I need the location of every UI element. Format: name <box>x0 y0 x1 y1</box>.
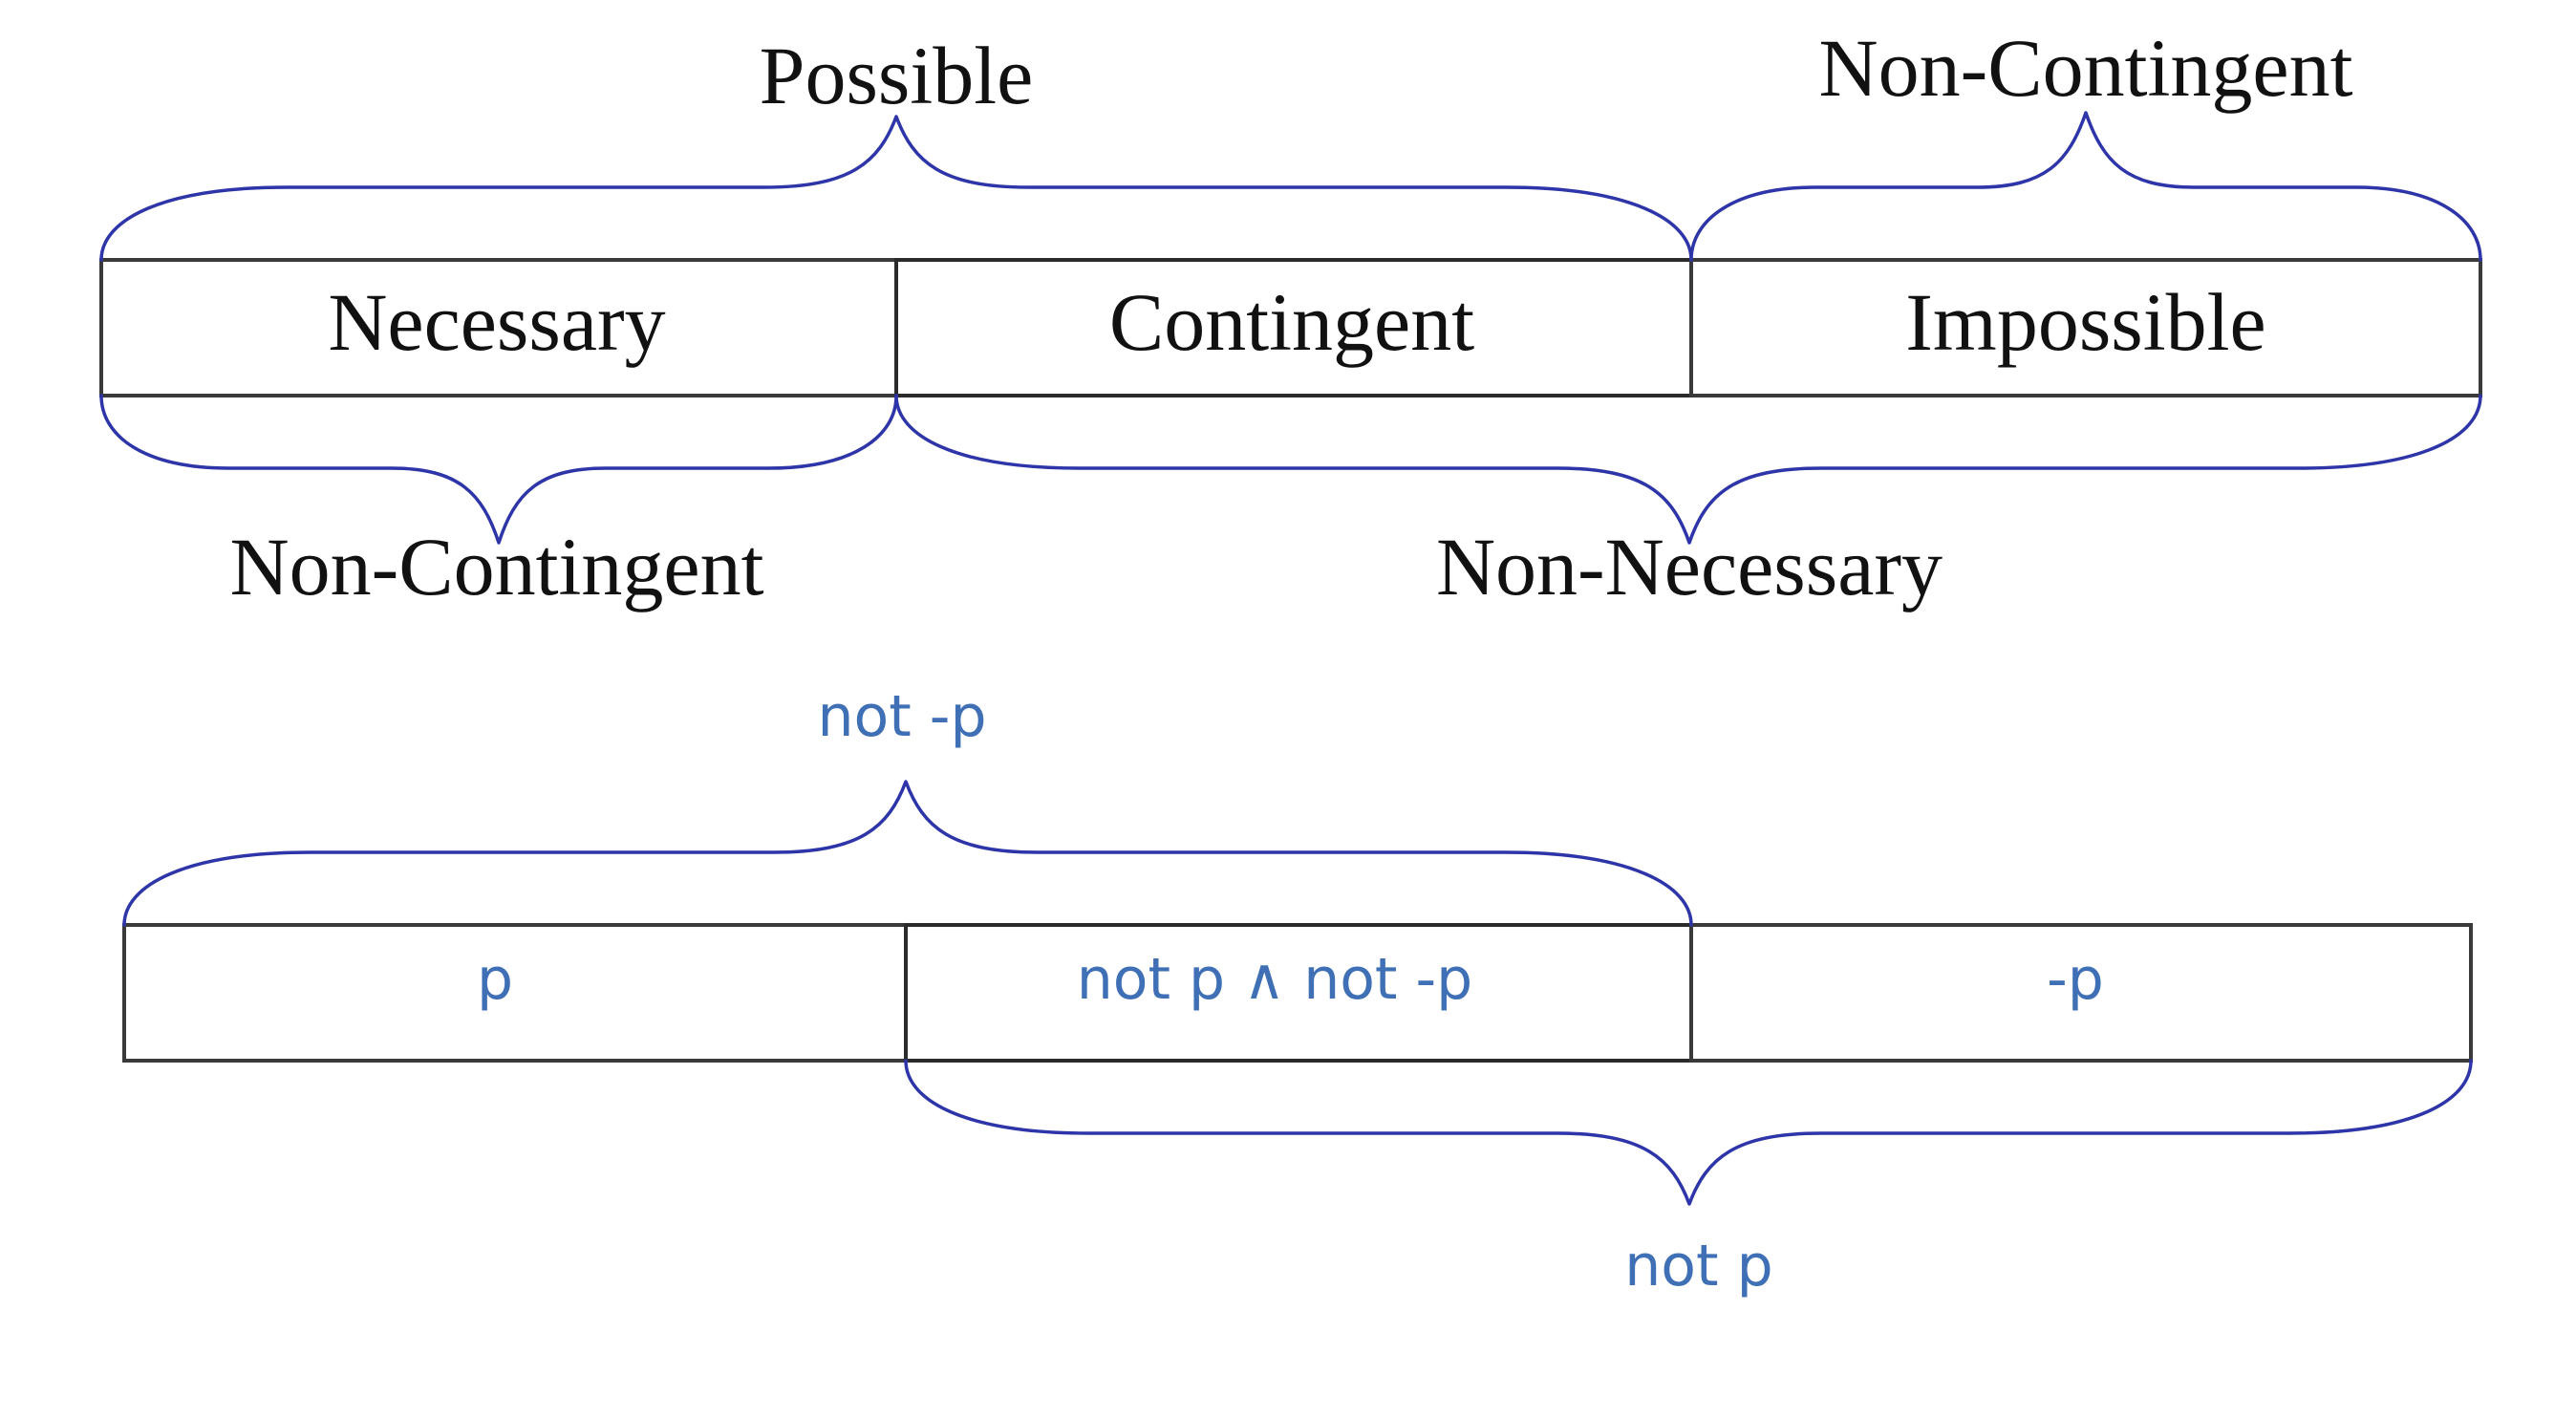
modal-categories-diagram: Necessary Contingent Impossible Possible… <box>99 22 2482 612</box>
neither-cell <box>904 923 1693 1063</box>
p-label: p <box>477 946 513 1013</box>
non-contingent-bottom-brace <box>99 394 898 545</box>
not-neg-p-label: not -p <box>817 683 986 750</box>
non-necessary-brace <box>894 394 2482 545</box>
impossible-label: Impossible <box>1905 276 2265 368</box>
p-cell <box>122 923 908 1063</box>
non-necessary-label: Non-Necessary <box>1436 521 1943 612</box>
possible-brace <box>99 115 1693 262</box>
contingent-label: Contingent <box>1109 276 1474 368</box>
non-contingent-bottom-label: Non-Contingent <box>230 521 764 612</box>
neither-label: not p ∧ not -p <box>1077 946 1473 1013</box>
impossible-cell <box>1689 258 2482 397</box>
propositional-diagram: p not p ∧ not -p -p not -p not p <box>122 683 2473 1300</box>
necessary-label: Necessary <box>328 276 665 368</box>
non-contingent-top-brace <box>1689 111 2482 262</box>
contingent-cell <box>894 258 1693 397</box>
non-contingent-top-label: Non-Contingent <box>1819 22 2353 114</box>
not-p-label: not p <box>1624 1233 1772 1300</box>
necessary-cell <box>99 258 898 397</box>
not-neg-p-brace <box>122 780 1693 927</box>
neg-p-cell <box>1689 923 2473 1063</box>
neg-p-label: -p <box>2047 946 2104 1013</box>
possible-brace-label: Possible <box>760 30 1034 121</box>
not-p-brace <box>904 1059 2473 1206</box>
